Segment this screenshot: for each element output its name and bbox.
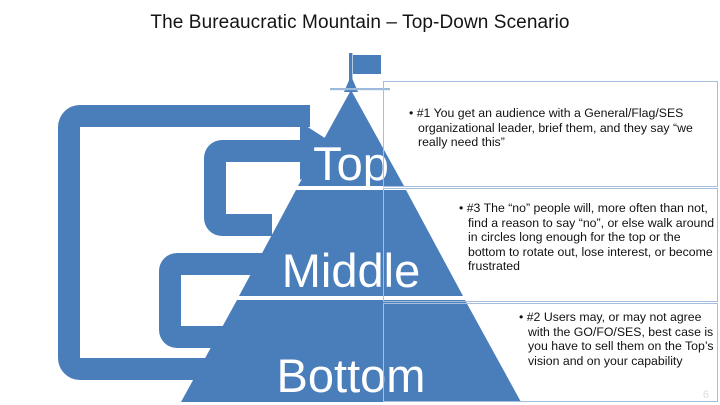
callout-bottom-text: • #2 Users may, or may not agree with th…: [519, 310, 714, 368]
pyramid-tier-middle-label: Middle: [282, 244, 420, 297]
pyramid-tier-bottom-label: Bottom: [277, 349, 426, 402]
pyramid-tier-top[interactable]: Top: [298, 90, 404, 190]
pyramid-tier-middle[interactable]: Middle: [239, 190, 463, 297]
pyramid: Top Middle Bottom: [181, 90, 521, 402]
page-title: The Bureaucratic Mountain – Top-Down Sce…: [150, 12, 570, 33]
arrow-to-top: [204, 140, 272, 236]
flag-icon: [330, 53, 390, 92]
pyramid-tier-top-label: Top: [313, 137, 389, 190]
callout-top-text: • #1 You get an audience with a General/…: [409, 106, 693, 150]
slide-number: 6: [702, 389, 709, 401]
callout-middle-text: • #3 The “no” people will, more often th…: [459, 201, 715, 274]
callout-middle[interactable]: • #3 The “no” people will, more often th…: [383, 188, 718, 302]
callout-top[interactable]: • #1 You get an audience with a General/…: [383, 81, 718, 187]
callout-bottom[interactable]: • #2 Users may, or may not agree with th…: [383, 303, 718, 402]
pyramid-tier-bottom[interactable]: Bottom: [181, 300, 521, 402]
